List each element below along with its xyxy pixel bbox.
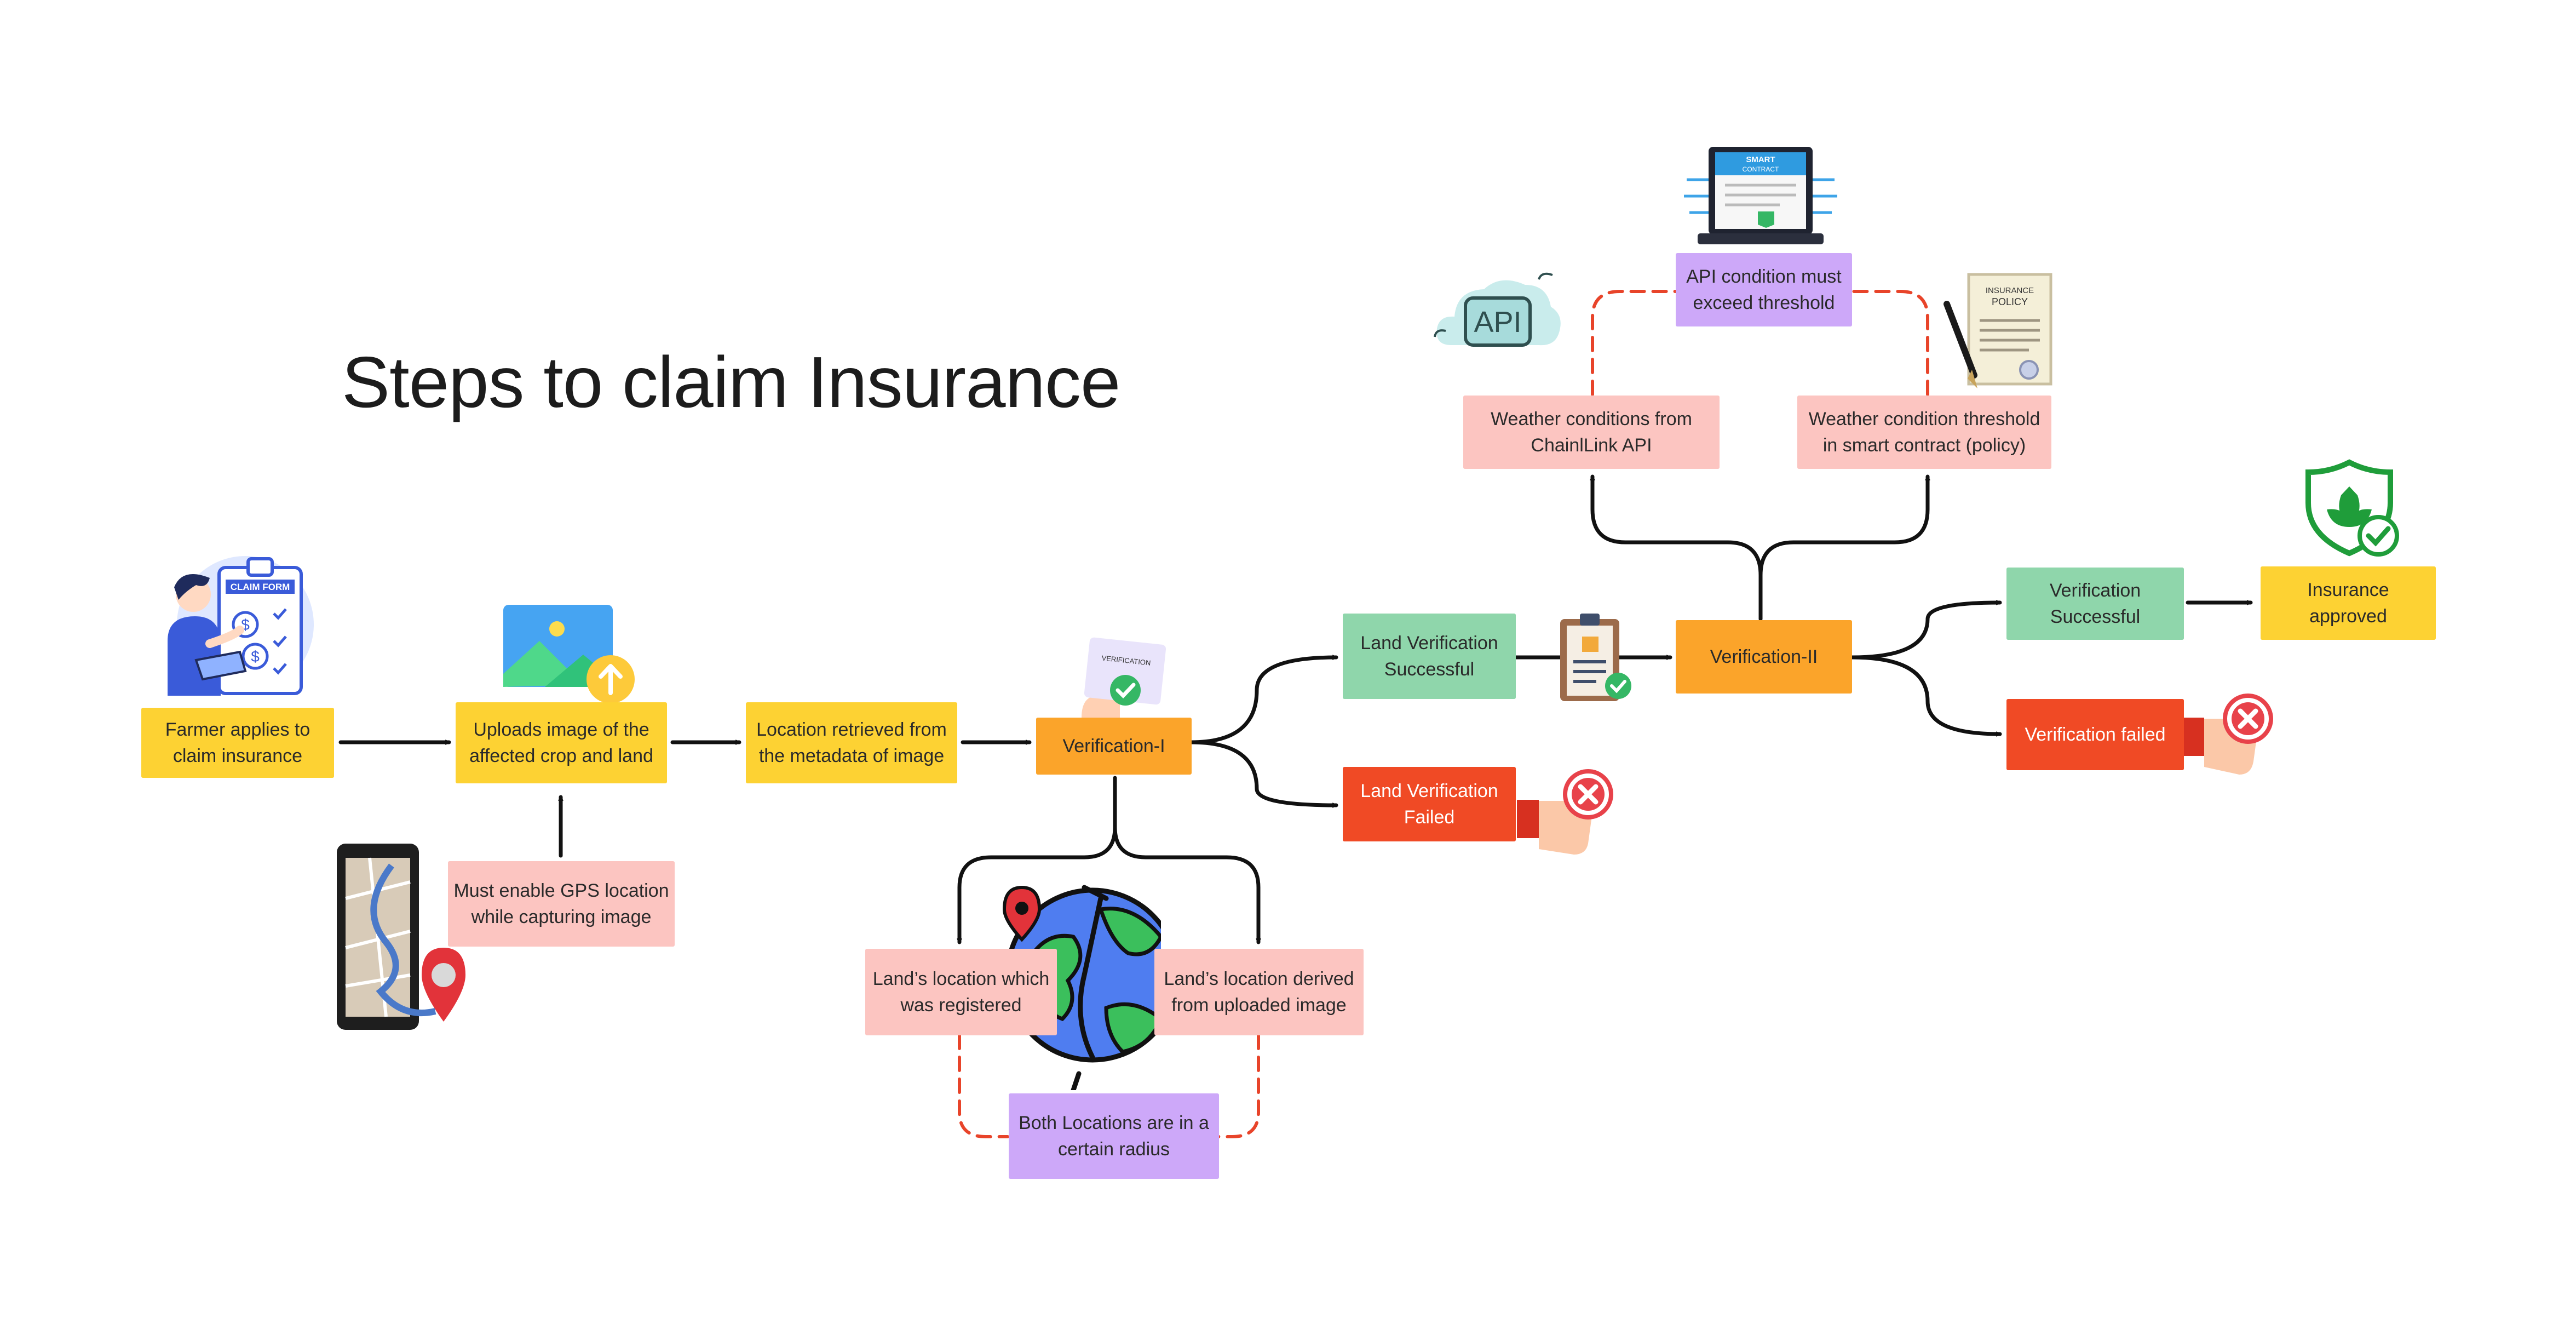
- node-verification-1: Verification-I: [1036, 718, 1192, 775]
- shield-leaf-check-icon: [2305, 459, 2399, 557]
- node-farmer-applies: Farmer applies to claim insurance: [141, 708, 334, 778]
- clipboard-check-icon: [1560, 614, 1631, 701]
- thumbs-down-reject-icon-1: [1517, 769, 1613, 855]
- node-location-retrieved: Location retrieved from the metadata of …: [746, 702, 957, 783]
- smart-contract-laptop-icon: SMART CONTRACT: [1684, 147, 1837, 244]
- image-upload-icon: [503, 605, 635, 703]
- node-verification-2: Verification-II: [1676, 620, 1852, 694]
- node-land-derived: Land’s location derived from uploaded im…: [1154, 949, 1364, 1035]
- claim-form-person-icon: CLAIM FORM $ $: [168, 556, 314, 696]
- verification-card-icon: VERIFICATION: [1082, 637, 1166, 723]
- branch-verif1-down-right: [1113, 825, 1258, 944]
- node-insurance-approved: Insurance approved: [2261, 566, 2436, 640]
- node-weather-api: Weather conditions from ChainlLink API: [1463, 396, 1720, 469]
- branch-verif2-failed: [1850, 655, 2002, 734]
- branch-verif2-up-left: [1592, 474, 1763, 621]
- dashed-link-left-locations: [958, 1034, 1009, 1138]
- node-land-registered: Land’s location which was registered: [865, 949, 1057, 1035]
- branch-verif2-success: [1850, 603, 2002, 660]
- node-land-success: Land Verification Successful: [1343, 614, 1516, 699]
- api-cloud-label: API: [1474, 306, 1521, 339]
- svg-text:$: $: [251, 648, 260, 665]
- dashed-link-right-locations: [1217, 1034, 1260, 1138]
- smart-contract-label: SMART: [1746, 155, 1775, 164]
- branch-verif2-up-right: [1758, 474, 1928, 577]
- policy-label-2: POLICY: [1992, 296, 2028, 307]
- dashed-link-weather-api: [1591, 290, 1677, 396]
- thumbs-down-reject-icon-2: [2182, 694, 2273, 775]
- smart-contract-sublabel: CONTRACT: [1743, 165, 1779, 173]
- dashed-link-weather-threshold: [1850, 290, 1929, 396]
- node-weather-threshold: Weather condition threshold in smart con…: [1797, 396, 2051, 469]
- branch-verif1-success: [1189, 657, 1338, 744]
- branch-verif1-down: [959, 776, 1117, 944]
- insurance-policy-document-icon: INSURANCE POLICY: [1944, 273, 2052, 388]
- node-gps-note: Must enable GPS location while capturing…: [448, 861, 675, 947]
- page-title: Steps to claim Insurance: [342, 342, 1120, 422]
- policy-label-1: INSURANCE: [1986, 286, 2034, 295]
- phone-map-pin-icon: [337, 844, 465, 1030]
- node-both-locations: Both Locations are in a certain radius: [1009, 1093, 1219, 1179]
- node-land-failed: Land Verification Failed: [1343, 767, 1516, 841]
- node-verification-successful: Verification Successful: [2006, 568, 2184, 640]
- node-verification-failed: Verification failed: [2006, 699, 2184, 770]
- node-uploads-image: Uploads image of the affected crop and l…: [456, 702, 667, 783]
- api-cloud-icon: API: [1434, 272, 1561, 347]
- branch-verif1-failed: [1189, 740, 1338, 805]
- claim-form-label: CLAIM FORM: [231, 582, 290, 592]
- node-api-condition: API condition must exceed threshold: [1676, 253, 1852, 326]
